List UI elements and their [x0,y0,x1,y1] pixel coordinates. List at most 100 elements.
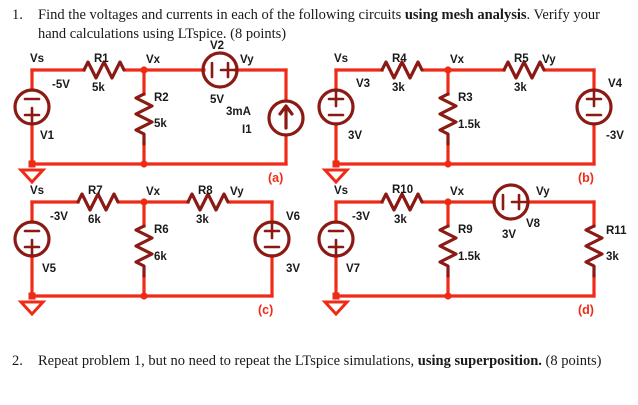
source-name-V3: V3 [356,78,370,90]
question-2: 2. Repeat problem 1, but no need to repe… [8,352,630,371]
source-V5 [13,220,51,258]
node-label-vy-a: Vy [240,54,254,66]
circuit-tag-a: (a) [268,171,283,185]
resistor-R8 [186,192,230,212]
source-name-V4: V4 [608,78,623,90]
source-value-V8: 3V [502,229,516,241]
node-label-vy-d: Vy [536,186,550,198]
resistor-value-R11: 3k [606,251,619,263]
source-value-V1: -5V [52,79,70,91]
resistor-name-R6: R6 [154,224,169,236]
circuit-d: Vs Vx Vy -3V V7 R10 3k R9 1.5k V8 3V R11… [317,183,627,317]
resistor-name-R2: R2 [154,92,169,104]
circuit-a: Vs Vx Vy -5V V1 R1 5k R2 5k V2 5V 3mA I1… [13,40,310,185]
node-label-vs-b: Vs [334,53,348,65]
question-2-text-part1: Repeat problem 1, but no need to repeat … [38,353,418,369]
source-value-I1: 3mA [226,106,251,118]
question-2-emphasis: using superposition. [417,353,542,369]
question-2-text: Repeat problem 1, but no need to repeat … [38,352,630,371]
source-value-V2: 5V [210,94,224,106]
node-dot-bottom-b [444,160,452,168]
circuit-figure-group: Vs Vx Vy -5V V1 R1 5k R2 5k V2 5V 3mA I1… [0,40,638,342]
node-label-vx-b: Vx [450,54,465,66]
node-label-vx-d: Vx [450,186,465,198]
ground-symbol-b [321,160,351,185]
question-2-text-part2: (8 points) [541,353,602,369]
node-label-vx-a: Vx [146,54,161,66]
resistor-R5 [502,60,546,80]
resistor-R7 [76,192,120,212]
ground-symbol-c [17,292,47,317]
node-dot-vx-c [140,198,148,206]
resistor-value-R8: 3k [196,214,209,226]
circuit-c-wires [30,200,274,298]
source-name-V1: V1 [40,130,55,142]
resistor-name-R7: R7 [88,185,103,197]
source-V8 [492,183,530,221]
resistor-R1 [82,60,126,80]
question-1: 1. Find the voltages and currents in eac… [8,6,630,44]
resistor-name-R4: R4 [392,53,407,65]
resistor-name-R8: R8 [198,185,213,197]
resistor-R9 [438,224,458,278]
question-1-text-part1: Find the voltages and currents in each o… [38,7,405,23]
source-name-V2: V2 [210,40,224,52]
source-V6 [253,220,291,258]
resistor-value-R5: 3k [514,82,527,94]
node-label-vs-c: Vs [30,185,44,197]
resistor-R10 [380,192,424,212]
source-value-V5: -3V [50,211,68,223]
node-label-vs-a: Vs [30,53,44,65]
resistor-name-R9: R9 [458,224,473,236]
circuit-d-wires [334,200,596,298]
resistor-value-R1: 5k [92,82,105,94]
circuit-tag-c: (c) [258,303,273,317]
source-value-V4: -3V [606,130,624,142]
resistor-name-R1: R1 [94,53,109,65]
source-V3 [317,88,355,126]
question-1-text-part2: . Verify your hand calculations using LT… [38,7,600,42]
source-name-V7: V7 [346,263,360,275]
resistor-name-R10: R10 [392,184,413,196]
ground-symbol-d [321,292,351,317]
node-label-vy-c: Vy [230,186,244,198]
question-1-number: 1. [12,7,23,23]
resistor-R4 [380,60,424,80]
resistor-value-R4: 3k [392,82,405,94]
circuit-c: Vs Vx Vy -3V V5 R7 6k R6 6k R8 3k V6 3V … [13,184,310,317]
circuit-b: Vs Vx Vy V3 3V R4 3k R3 1.5k R5 3k V4 -3… [317,52,624,185]
source-V7 [317,220,355,258]
circuit-b-wires [334,68,596,166]
resistor-name-R5: R5 [514,53,529,65]
node-dot-bottom-d [444,292,452,300]
node-dot-vx-d [444,198,452,206]
source-value-V6: 3V [286,263,300,275]
ground-symbol-a [17,160,47,185]
source-I1 [267,99,305,137]
resistor-value-R9: 1.5k [458,251,481,263]
resistor-value-R6: 6k [154,251,167,263]
resistor-R6 [134,224,154,278]
source-name-V6: V6 [286,211,300,223]
node-dot-bottom-a [140,160,148,168]
resistor-R3 [438,92,458,146]
resistor-value-R7: 6k [88,214,101,226]
resistor-value-R2: 5k [154,118,167,130]
question-1-emphasis: using mesh analysis [404,7,527,23]
source-name-V8: V8 [526,218,541,230]
source-name-V5: V5 [42,263,57,275]
node-dot-vx-b [444,66,452,74]
resistor-R11 [584,224,604,278]
circuit-tag-d: (d) [578,303,594,317]
node-label-vx-c: Vx [146,186,161,198]
circuit-tag-b: (b) [578,171,594,185]
source-V2 [201,51,239,89]
node-label-vs-d: Vs [334,185,348,197]
resistor-name-R11: R11 [606,225,627,237]
source-value-V7: -3V [352,211,370,223]
node-dot-bottom-c [140,292,148,300]
resistor-value-R3: 1.5k [458,119,481,131]
node-label-vy-b: Vy [542,54,556,66]
question-2-number: 2. [12,353,23,369]
resistor-R2 [134,92,154,146]
